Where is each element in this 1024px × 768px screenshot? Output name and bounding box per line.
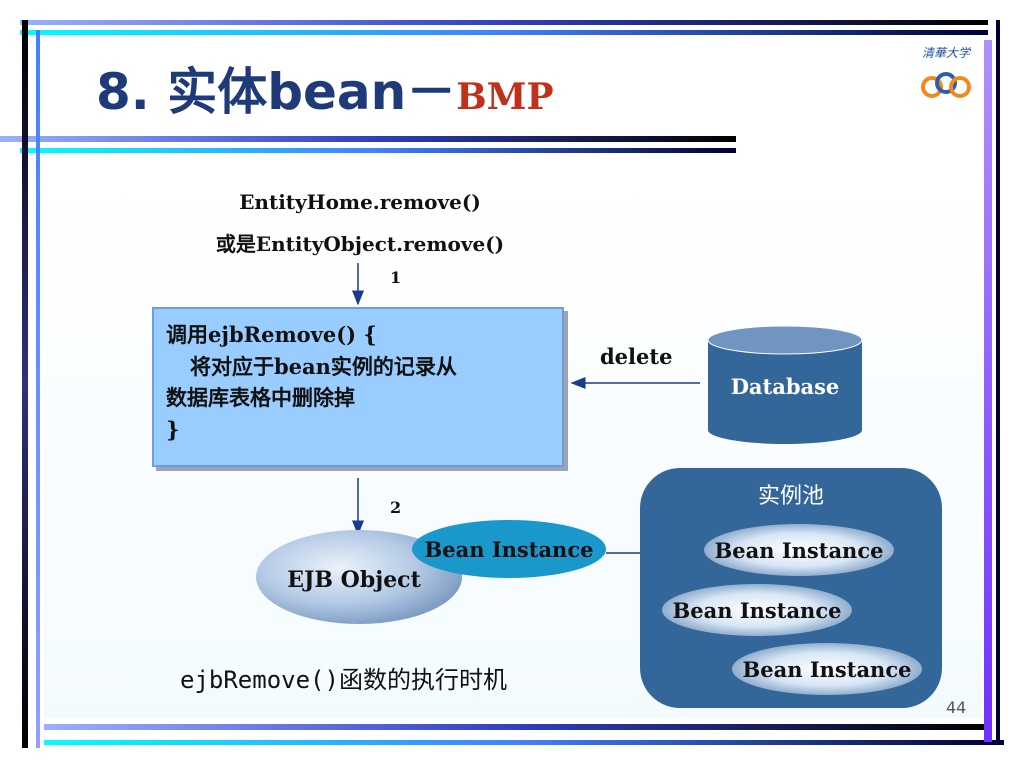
code-line-1: 调用ejbRemove() { [166, 322, 377, 347]
code-line-4: } [166, 416, 180, 442]
pool-bean-instance-3: Bean Instance [732, 643, 922, 695]
step-1-label: 1 [390, 268, 402, 287]
pool-bean-instance-2: Bean Instance [662, 584, 852, 636]
bottom-bar-dark [44, 724, 988, 730]
slide-title: 8. 实体bean－BMP [96, 63, 554, 121]
right-vertical-bar-dark [996, 20, 1000, 740]
pool-bean-instance-1: Bean Instance [704, 524, 894, 576]
right-vertical-bar-purple [984, 40, 992, 742]
step-2-label: 2 [390, 498, 402, 517]
ejb-object-label: EJB Object [287, 567, 421, 593]
slide-title-suffix: BMP [456, 76, 554, 118]
tsinghua-logo-icon [921, 72, 971, 98]
university-logo: 清華大学 [918, 44, 974, 106]
call-line-2: 或是EntityObject.remove() [215, 232, 505, 256]
ejbremove-code-box: 调用ejbRemove() { 将对应于bean实例的记录从 数据库表格中删除掉… [152, 307, 564, 467]
title-underline-1 [0, 136, 736, 142]
page-number: 44 [946, 698, 967, 717]
code-line-2: 将对应于bean实例的记录从 [190, 353, 457, 379]
top-bar-cyan [20, 30, 988, 35]
diagram-caption: ejbRemove()函数的执行时机 [180, 666, 507, 694]
database-label: Database [730, 374, 840, 399]
delete-label: delete [600, 344, 673, 369]
top-bar-dark [20, 20, 988, 25]
title-underline-2 [20, 148, 736, 153]
instance-pool-title: 实例池 [757, 484, 824, 509]
logo-text: 清華大学 [921, 46, 970, 60]
bean-instance-node: Bean Instance [412, 520, 606, 578]
bottom-bar-cyan [44, 740, 1004, 745]
call-line-1: EntityHome.remove() [239, 190, 481, 214]
code-line-3: 数据库表格中删除掉 [166, 385, 355, 410]
left-vertical-bar-blue [36, 30, 40, 748]
left-vertical-bar-dark [22, 20, 28, 748]
database-cylinder-icon [707, 325, 863, 444]
